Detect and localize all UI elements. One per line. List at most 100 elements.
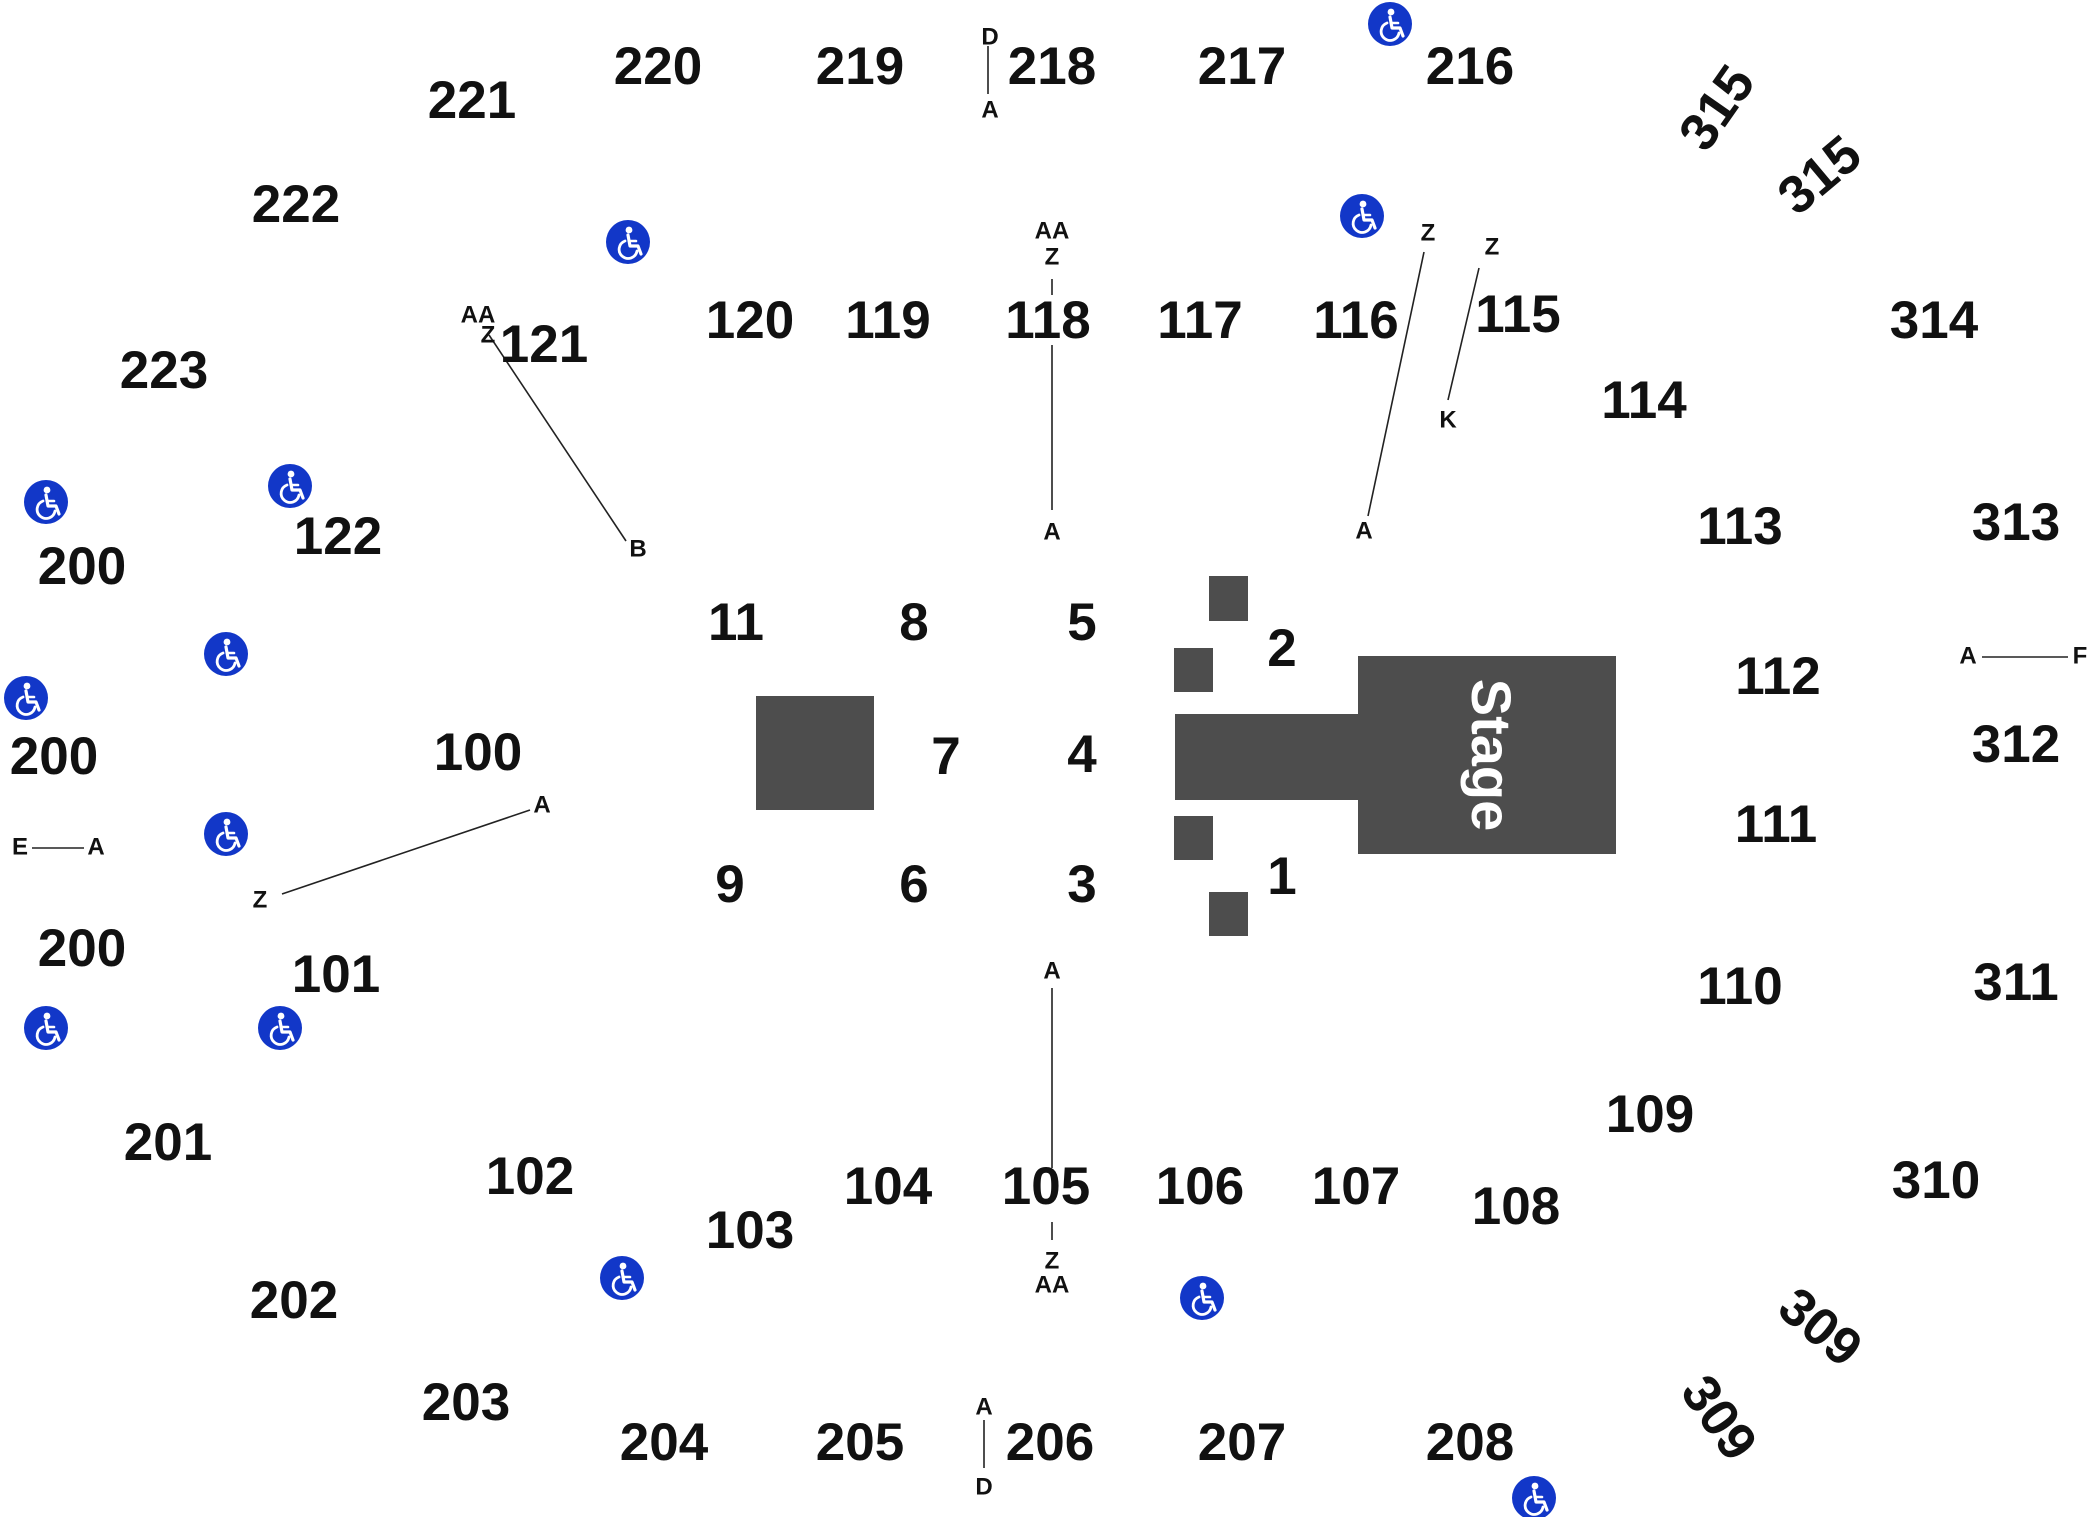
section-200[interactable]: 200 xyxy=(38,919,126,978)
section-312[interactable]: 312 xyxy=(1972,715,2060,774)
wheelchair-icon xyxy=(22,1004,70,1052)
floor-section-1[interactable]: 1 xyxy=(1267,847,1296,906)
row-label: A xyxy=(1355,517,1372,544)
row-line-100 xyxy=(281,809,531,895)
floor-section-2[interactable]: 2 xyxy=(1267,619,1296,678)
section-102[interactable]: 102 xyxy=(486,1147,574,1206)
floor-block-b-platform[interactable] xyxy=(756,696,874,810)
section-310[interactable]: 310 xyxy=(1892,1151,1980,1210)
stage-box-top xyxy=(1209,576,1248,621)
section-111[interactable]: 111 xyxy=(1735,795,1818,854)
wheelchair-icon xyxy=(1366,0,1414,48)
section-313[interactable]: 313 xyxy=(1972,493,2060,552)
stage-label: Stage xyxy=(1460,679,1523,832)
wheelchair-icon xyxy=(598,1254,646,1302)
floor-section-7[interactable]: 7 xyxy=(931,727,960,786)
section-108[interactable]: 108 xyxy=(1472,1177,1560,1236)
section-223[interactable]: 223 xyxy=(120,341,208,400)
section-113[interactable]: 113 xyxy=(1697,497,1783,556)
section-100[interactable]: 100 xyxy=(434,723,522,782)
row-label: AA xyxy=(1035,1271,1070,1298)
section-110[interactable]: 110 xyxy=(1697,957,1783,1016)
section-112[interactable]: 112 xyxy=(1735,647,1821,706)
floor-section-4[interactable]: 4 xyxy=(1067,725,1097,784)
stage-main xyxy=(1358,656,1616,854)
section-314[interactable]: 314 xyxy=(1890,291,1979,350)
row-label: F xyxy=(2073,642,2088,669)
section-311[interactable]: 311 xyxy=(1973,953,2059,1012)
row-label: A xyxy=(533,791,550,818)
section-217[interactable]: 217 xyxy=(1198,37,1286,96)
section-115[interactable]: 115 xyxy=(1475,285,1561,344)
wheelchair-icon xyxy=(266,462,314,510)
row-line-116 xyxy=(1367,251,1425,517)
upper-sections: 216 217 218 219 220 221 222 223 200 200 … xyxy=(10,37,1514,1472)
section-201[interactable]: 201 xyxy=(124,1113,212,1172)
stage: Stage xyxy=(1175,656,1616,854)
row-label: A xyxy=(1043,957,1060,984)
section-219[interactable]: 219 xyxy=(816,37,904,96)
row-label: Z xyxy=(1045,243,1060,270)
floor-section-8[interactable]: 8 xyxy=(899,593,928,652)
row-label: Z xyxy=(481,321,496,348)
section-315[interactable]: 315 xyxy=(1668,55,1767,161)
section-107[interactable]: 107 xyxy=(1312,1157,1400,1216)
row-label: A xyxy=(1959,642,1976,669)
section-121[interactable]: 121 xyxy=(500,315,588,374)
section-218[interactable]: 218 xyxy=(1008,37,1096,96)
floor-section-11[interactable]: 11 xyxy=(708,593,764,652)
floor-section-6[interactable]: 6 xyxy=(899,855,928,914)
section-118[interactable]: 118 xyxy=(1005,291,1091,350)
floor-sections: 1 2 3 4 5 6 7 8 9 11 xyxy=(708,593,1297,914)
wheelchair-icon xyxy=(1510,1474,1558,1517)
section-109[interactable]: 109 xyxy=(1606,1085,1694,1144)
section-208[interactable]: 208 xyxy=(1426,1413,1514,1472)
floor-section-5[interactable]: 5 xyxy=(1067,593,1096,652)
section-216[interactable]: 216 xyxy=(1426,37,1514,96)
section-105[interactable]: 105 xyxy=(1002,1157,1090,1216)
section-101[interactable]: 101 xyxy=(292,945,380,1004)
wheelchair-icon xyxy=(604,218,652,266)
section-122[interactable]: 122 xyxy=(294,507,382,566)
section-309[interactable]: 309 xyxy=(1767,1276,1873,1378)
section-222[interactable]: 222 xyxy=(252,175,340,234)
section-205[interactable]: 205 xyxy=(816,1413,904,1472)
section-106[interactable]: 106 xyxy=(1156,1157,1244,1216)
floor-section-3[interactable]: 3 xyxy=(1067,855,1096,914)
section-200[interactable]: 200 xyxy=(10,727,98,786)
section-315[interactable]: 315 xyxy=(1767,124,1873,226)
wheelchair-icon xyxy=(202,630,250,678)
wheelchair-icon xyxy=(202,810,250,858)
floor-section-9[interactable]: 9 xyxy=(715,855,744,914)
section-203[interactable]: 203 xyxy=(422,1373,510,1432)
section-202[interactable]: 202 xyxy=(250,1271,338,1330)
row-label: E xyxy=(12,833,28,860)
section-207[interactable]: 207 xyxy=(1198,1413,1286,1472)
section-309[interactable]: 309 xyxy=(1669,1365,1768,1471)
row-label: A xyxy=(87,833,104,860)
stage-box-bottom xyxy=(1209,892,1248,936)
section-206[interactable]: 206 xyxy=(1006,1413,1094,1472)
row-label: Z xyxy=(1421,219,1436,246)
row-label: A xyxy=(975,1393,992,1420)
section-114[interactable]: 114 xyxy=(1601,371,1687,430)
row-label: AA xyxy=(1035,217,1070,244)
section-204[interactable]: 204 xyxy=(620,1413,709,1472)
row-labels: D A A D AA Z A A Z AA AA Z B Z A Z K A Z… xyxy=(12,23,2087,1500)
section-119[interactable]: 119 xyxy=(845,291,931,350)
section-117[interactable]: 117 xyxy=(1157,291,1243,350)
row-label: Z xyxy=(1485,233,1500,260)
wheelchair-icon xyxy=(256,1004,304,1052)
row-label: Z xyxy=(1045,1247,1060,1274)
section-104[interactable]: 104 xyxy=(844,1157,933,1216)
section-116[interactable]: 116 xyxy=(1313,291,1399,350)
section-103[interactable]: 103 xyxy=(706,1201,794,1260)
row-label: D xyxy=(975,1473,992,1500)
section-120[interactable]: 120 xyxy=(706,291,794,350)
section-221[interactable]: 221 xyxy=(428,71,516,130)
section-220[interactable]: 220 xyxy=(614,37,702,96)
row-label: B xyxy=(629,535,646,562)
section-200[interactable]: 200 xyxy=(38,537,126,596)
lower-sections: 120 119 118 117 116 115 114 113 112 111 … xyxy=(292,285,1821,1260)
